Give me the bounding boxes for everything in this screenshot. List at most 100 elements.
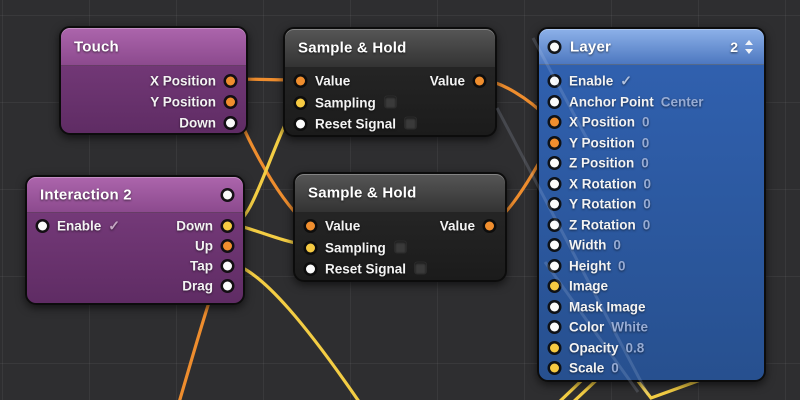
port-y-rotation-input[interactable]: [550, 199, 559, 209]
layer-header-port[interactable]: [550, 42, 559, 51]
port-sampling-input[interactable]: [296, 98, 305, 107]
port-label-text: Reset Signal: [325, 261, 407, 277]
port-label-enable: Enable ✓: [569, 73, 632, 90]
port-value-width: 0: [613, 237, 621, 253]
port-label-text: Value: [315, 73, 351, 89]
port-opacity-input[interactable]: [550, 343, 559, 352]
port-x-rotation-input[interactable]: [550, 179, 559, 188]
port-label-value: Value: [430, 74, 465, 89]
port-label-text: Sampling: [325, 240, 386, 255]
port-value-output[interactable]: [485, 221, 494, 231]
checkbox-reset-signal[interactable]: [414, 261, 428, 275]
port-label-down: Down: [179, 116, 216, 131]
node-header-sample-hold-1[interactable]: Sample & Hold: [285, 29, 495, 67]
port-label-drag: Drag: [182, 279, 213, 294]
port-up-output[interactable]: [223, 241, 232, 251]
port-row-x-position: X Position: [61, 71, 246, 91]
port-row-value: Value: [295, 216, 505, 236]
node-title-touch: Touch: [74, 38, 119, 55]
port-label-text: Enable: [569, 73, 614, 89]
interaction-2-header-port[interactable]: [223, 190, 232, 199]
checkbox-sampling[interactable]: [393, 240, 407, 253]
port-enable-input[interactable]: [38, 221, 47, 231]
port-z-rotation-input[interactable]: [550, 220, 559, 229]
port-value-y-rotation: 0: [643, 196, 651, 212]
port-reset-signal-input[interactable]: [296, 119, 305, 129]
port-y-position-input[interactable]: [550, 138, 559, 147]
node-header-sample-hold-2[interactable]: Sample & Hold: [295, 174, 505, 212]
port-x-position-output[interactable]: [226, 76, 235, 86]
port-value-scale: 0: [611, 360, 619, 376]
port-mask-image-input[interactable]: [550, 302, 559, 311]
port-row-image: Image: [539, 276, 764, 296]
checkbox-reset-signal[interactable]: [404, 116, 418, 130]
port-value-input[interactable]: [306, 221, 315, 231]
port-z-position-input[interactable]: [550, 158, 559, 168]
node-header-interaction-2[interactable]: Interaction 2: [27, 177, 243, 213]
layer-count-value: 2: [730, 38, 738, 55]
port-row-enable: Enable ✓: [539, 71, 764, 91]
port-sampling-input[interactable]: [306, 243, 315, 252]
port-value-height: 0: [618, 258, 626, 273]
port-down-output[interactable]: [226, 118, 235, 128]
port-x-position-input[interactable]: [550, 117, 559, 127]
port-row-sampling: Sampling: [295, 238, 505, 258]
port-label-scale: Scale 0: [569, 361, 619, 376]
node-header-touch[interactable]: Touch: [61, 28, 246, 66]
checkmark-icon[interactable]: ✓: [620, 72, 632, 89]
port-enable-input[interactable]: [550, 76, 559, 86]
port-drag-output[interactable]: [223, 281, 232, 291]
port-row-sampling: Sampling: [285, 93, 495, 113]
port-value-anchor-point: Center: [660, 94, 704, 109]
port-tap-output[interactable]: [223, 261, 232, 271]
port-label-text: Image: [569, 278, 609, 294]
port-value-output[interactable]: [475, 76, 484, 86]
port-label-sampling: Sampling: [325, 240, 407, 255]
port-y-position-output[interactable]: [226, 97, 235, 107]
port-label-up: Up: [195, 239, 213, 254]
checkbox-sampling[interactable]: [383, 95, 397, 108]
port-value-input[interactable]: [296, 76, 305, 86]
cable-interaction-tap-to-offscreen: [231, 262, 360, 400]
port-row-value: Value: [285, 71, 495, 91]
port-label-text: Sampling: [315, 95, 376, 110]
port-width-input[interactable]: [550, 240, 559, 250]
port-label-text: Z Position: [569, 155, 635, 171]
port-down-output[interactable]: [223, 221, 232, 231]
port-label-text: Up: [195, 238, 213, 254]
port-anchor-point-input[interactable]: [550, 97, 559, 106]
node-title-sample-hold-1: Sample & Hold: [298, 39, 407, 56]
port-label-down: Down: [176, 219, 213, 234]
port-row-up: Up: [27, 236, 243, 256]
layer-count-stepper[interactable]: [744, 39, 754, 55]
port-color-input[interactable]: [550, 322, 559, 332]
checkmark-icon[interactable]: ✓: [108, 217, 120, 234]
port-height-input[interactable]: [550, 261, 559, 270]
port-image-input[interactable]: [550, 281, 559, 291]
port-row-tap: Tap: [27, 256, 243, 276]
port-label-text: Enable: [57, 218, 102, 234]
port-label-enable: Enable ✓: [57, 218, 120, 235]
port-reset-signal-input[interactable]: [306, 264, 315, 274]
port-label-y-position: Y Position: [150, 95, 216, 110]
port-scale-input[interactable]: [550, 363, 559, 373]
port-value-opacity: 0.8: [625, 340, 645, 355]
port-row-reset-signal: Reset Signal: [285, 114, 495, 134]
port-label-text: Scale: [569, 360, 605, 376]
port-value-z-rotation: 0: [642, 217, 651, 232]
